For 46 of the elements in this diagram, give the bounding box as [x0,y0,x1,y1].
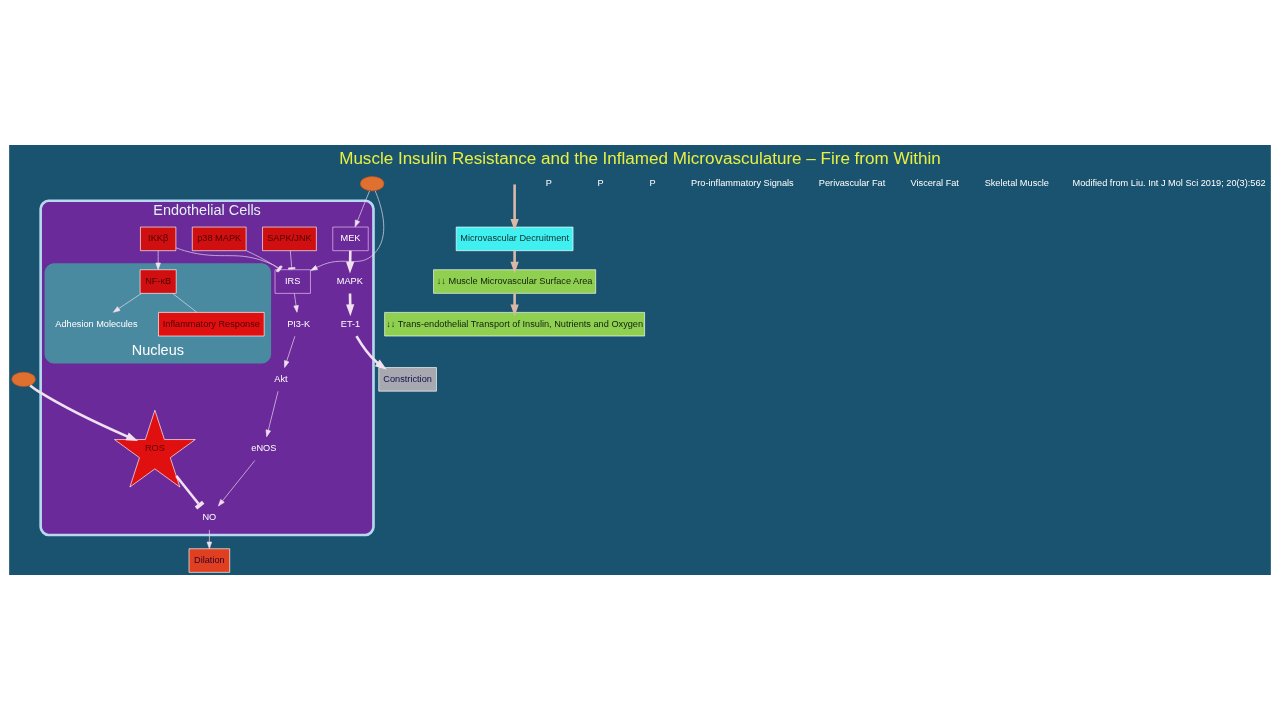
arrow [310,190,384,271]
label: Skeletal Muscle [984,178,1049,189]
node-box: ↓↓ Trans-endothelial Transport of Insulin, Nutrients and Oxygen [384,312,645,337]
arrow [206,529,212,549]
node-box: MEK [332,226,369,251]
label: Perivascular Fat [818,178,886,189]
node-box: IKKβ [140,226,177,251]
arrow [510,184,519,231]
node-text: NO [202,512,217,523]
node-box: SAPK/JNK [262,226,317,251]
node-box: Dilation [188,548,231,573]
arrow [284,335,296,368]
node-box: Inflammatory Response [158,312,265,337]
label: Visceral Fat [910,178,959,189]
label: P [545,178,552,189]
node-box: NF-κB [139,269,177,294]
label: P [649,178,656,189]
node-box: ↓↓ Muscle Microvascular Surface Area [433,269,597,294]
label: Pro-inflammatory Signals [691,178,794,189]
node-text: Akt [274,373,288,384]
label: P [597,178,604,189]
arrow [355,335,387,370]
node-text: MAPK [336,275,363,286]
node-box: Microvascular Decruitment [455,226,574,251]
node-text: ET-1 [340,318,361,329]
arrow [354,190,370,228]
node-box: p38 MAPK [191,226,247,251]
connector [172,293,198,313]
node-text: PI3-K [287,318,311,329]
node-box: Constriction [378,367,437,392]
arrow [510,293,519,317]
connector [175,475,205,510]
arrow [265,390,279,438]
arrow [510,250,519,274]
arrow [155,250,161,270]
diagram-title: Muscle Insulin Resistance and the Inflamed Microvasculature – Fire from Within [339,148,941,168]
node-ellipse [11,371,36,387]
label: Modified from Liu. Int J Mol Sci 2019; 20(3):562 [1072,178,1266,189]
arrow [29,384,138,442]
node-text: Adhesion Molecules [55,318,138,329]
connector [288,250,296,270]
arrow [112,293,142,313]
node-ellipse [360,176,385,192]
node-text: eNOS [251,443,277,454]
arrow [293,293,299,313]
arrow [218,460,256,507]
